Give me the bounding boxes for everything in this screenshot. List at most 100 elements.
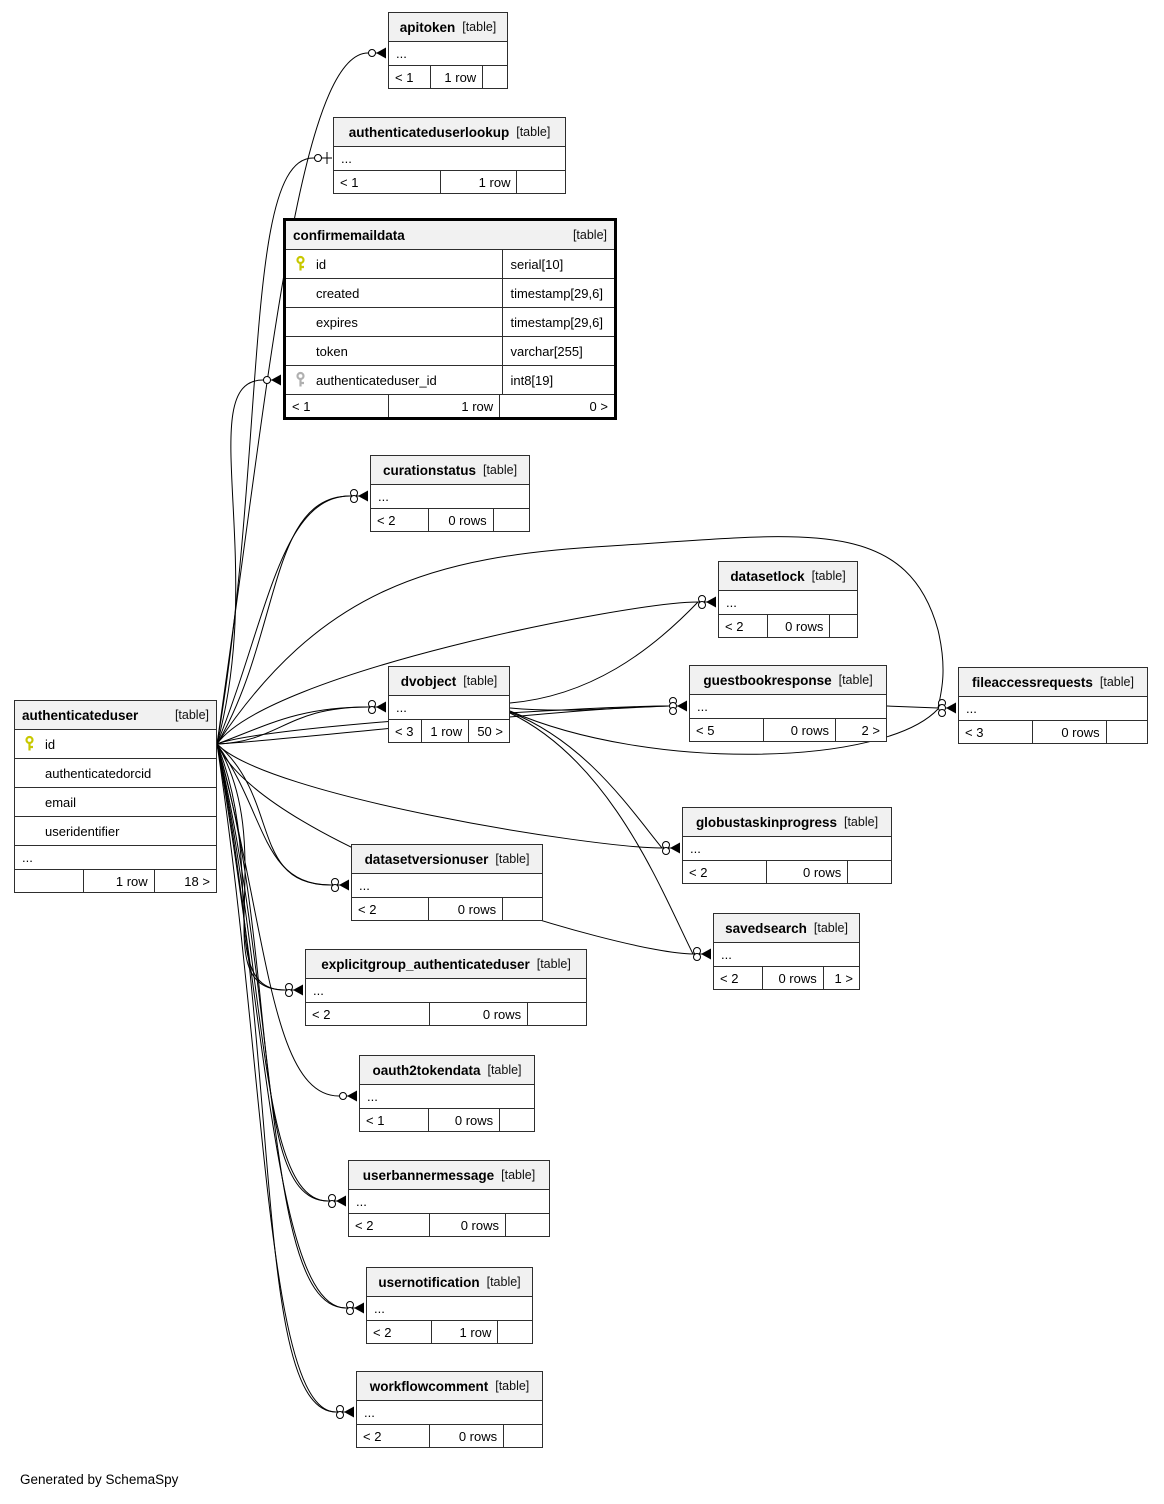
column-name-cell: id	[15, 730, 216, 758]
table-header: savedsearch[table]	[714, 914, 859, 943]
table-type-tag: [table]	[495, 1379, 530, 1393]
connector-end-userbannermessage	[328, 1194, 346, 1208]
footer-parents: < 2	[312, 1006, 331, 1022]
footer-parents: < 2	[373, 1324, 392, 1340]
footer-children	[505, 1214, 549, 1236]
footer-parents: < 2	[363, 1428, 382, 1444]
table-header: explicitgroup_authenticateduser[table]	[306, 950, 586, 979]
footer-parents: < 2	[720, 970, 739, 986]
table-usernotification[interactable]: usernotification[table]... < 2 1 row	[366, 1267, 533, 1344]
footer-parents: < 2	[377, 512, 396, 528]
table-explicitgroup_authenticateduser[interactable]: explicitgroup_authenticateduser[table]..…	[305, 949, 587, 1026]
columns-ellipsis: ...	[389, 42, 507, 66]
table-authenticateduser[interactable]: authenticateduser [table] id authenticatedo…	[14, 700, 217, 893]
table-header: apitoken[table]	[389, 13, 507, 42]
table-type-tag: [table]	[174, 708, 209, 722]
column-name: authenticatedorcid	[45, 765, 152, 781]
column-type-cell: serial[10]	[502, 250, 614, 278]
footer-children	[502, 898, 542, 920]
table-header: usernotification[table]	[367, 1268, 532, 1297]
table-type-tag: [table]	[501, 1168, 536, 1182]
footer-parents: < 1	[366, 1112, 385, 1128]
footer-row-count: 0 rows	[427, 1109, 499, 1131]
footer-parents	[15, 870, 83, 892]
columns-ellipsis: ...	[714, 943, 859, 967]
column-name-cell: email	[15, 788, 216, 816]
table-header: globustaskinprogress[table]	[683, 808, 891, 837]
table-type-tag: [table]	[487, 1063, 522, 1077]
column-name: id	[45, 736, 56, 752]
table-header: dvobject[table]	[389, 667, 509, 696]
footer-children	[516, 171, 565, 193]
table-header: userbannermessage[table]	[349, 1161, 549, 1190]
columns-ellipsis: ...	[334, 147, 565, 171]
table-type-tag: [table]	[462, 20, 497, 34]
table-name: authenticateduser	[22, 707, 139, 723]
column-type-cell: timestamp[29,6]	[502, 308, 614, 336]
columns-ellipsis: ...	[367, 1297, 532, 1321]
column-type: timestamp[29,6]	[510, 314, 603, 330]
connector-end-guestbookresponse	[669, 697, 687, 715]
table-type-tag: [table]	[843, 815, 879, 829]
footer-row-count: 0 rows	[428, 898, 502, 920]
table-type-tag: [table]	[463, 674, 498, 688]
footer-children: 2 >	[835, 719, 886, 741]
footer-parents: < 5	[696, 722, 715, 738]
footer-parents: < 3	[395, 723, 414, 739]
footer-row-count: 0 rows	[429, 1214, 505, 1236]
table-type-tag: [table]	[838, 673, 873, 687]
column-name: authenticateduser_id	[316, 372, 437, 388]
table-name: usernotification	[378, 1274, 480, 1290]
footer-children: 0 >	[499, 395, 614, 417]
column-type: timestamp[29,6]	[510, 285, 603, 301]
footer-row-count: 0 rows	[1032, 721, 1105, 743]
footer-children	[482, 66, 507, 88]
table-type-tag: [table]	[536, 957, 571, 971]
footer-children	[497, 1321, 532, 1343]
connector-end-usernotification	[346, 1301, 364, 1315]
column-name: token	[316, 343, 348, 359]
footer-row-count: 0 rows	[761, 967, 823, 989]
connector-end-datasetversionuser	[331, 878, 349, 892]
primary-key-icon	[23, 735, 36, 753]
table-name: confirmemaildata	[293, 227, 405, 243]
column-row-authenticatedorcid: authenticatedorcid	[15, 759, 216, 788]
primary-key-icon	[294, 255, 307, 273]
footer-children: 50 >	[468, 720, 509, 742]
column-name: id	[316, 256, 327, 272]
footer-row-count: 1 row	[83, 870, 153, 892]
table-header: fileaccessrequests[table]	[959, 668, 1147, 697]
columns-ellipsis: ...	[683, 837, 891, 861]
footer-parents: < 1	[292, 398, 311, 414]
footer-row-count: 1 row	[431, 1321, 497, 1343]
connector-end-workflowcomment	[336, 1405, 354, 1419]
footer-children	[492, 509, 529, 531]
column-name-cell: authenticatedorcid	[15, 759, 216, 787]
footer-parents: < 2	[358, 901, 377, 917]
table-footer: < 1 0 rows	[360, 1109, 534, 1131]
footer-children	[847, 861, 891, 883]
